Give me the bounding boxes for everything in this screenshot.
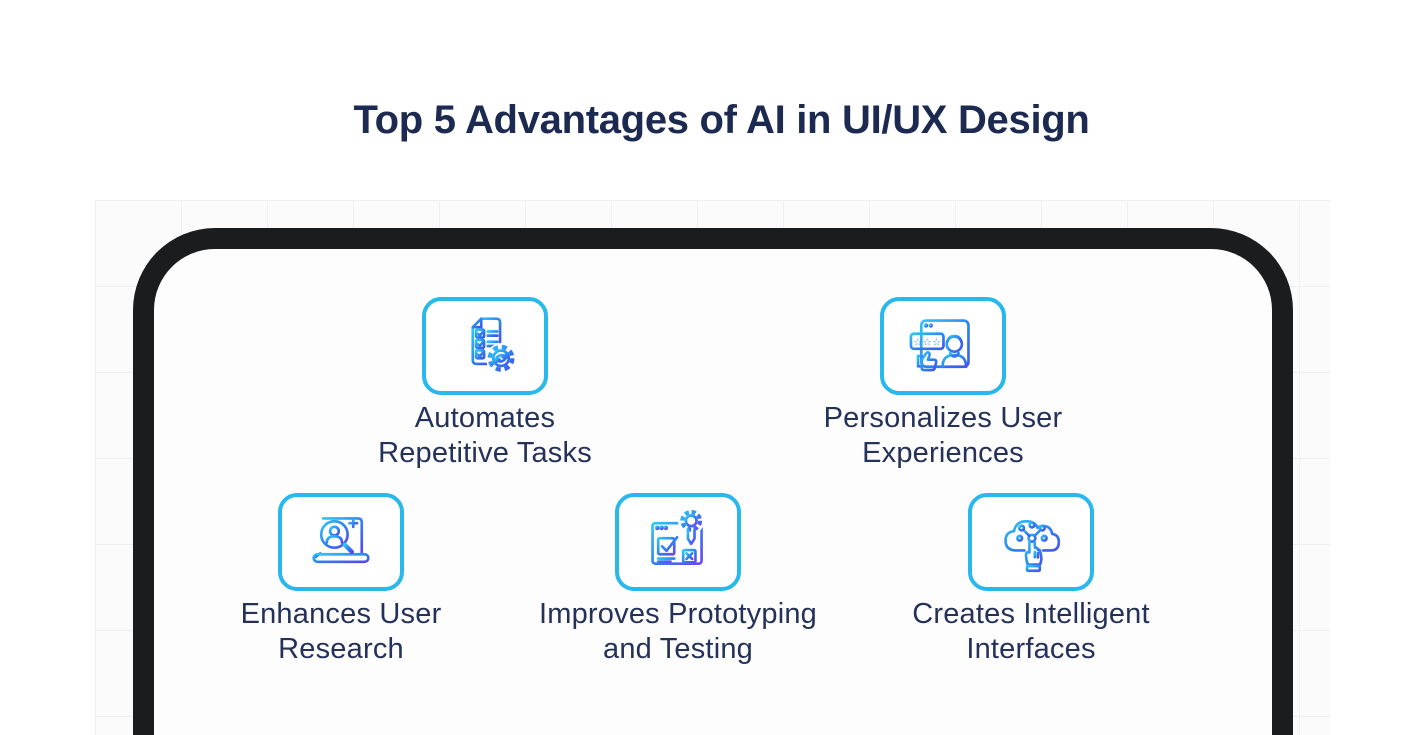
tile-label: Enhances User Research — [240, 598, 442, 665]
icon-box — [968, 493, 1094, 591]
user-research-magnifier-icon — [312, 517, 370, 564]
prototype-testing-icon — [651, 509, 705, 566]
page-title: Top 5 Advantages of AI in UI/UX Design — [353, 98, 1090, 142]
user-rating-icon: ☆☆☆ — [909, 319, 970, 372]
icon-box: ☆☆☆ — [880, 297, 1006, 395]
advantage-tile-automates-repetitive-tasks: Automates Repetitive Tasks — [295, 297, 675, 471]
ai-cloud-touch-icon — [1004, 519, 1061, 573]
advantage-tile-improves-prototyping-testing: Improves Prototyping and Testing — [488, 493, 868, 667]
advantage-tile-creates-intelligent-interfaces: Creates Intelligent Interfaces — [841, 493, 1221, 667]
icon-box — [278, 493, 404, 591]
gear-backing — [485, 343, 517, 374]
star-rating: ☆☆☆ — [913, 337, 941, 349]
advantage-tile-enhances-user-research: Enhances User Research — [151, 493, 531, 667]
icon-box — [422, 297, 548, 395]
advantage-tile-personalizes-user-experiences: ☆☆☆ Personalizes User Experiences — [753, 297, 1133, 471]
checklist-gear-icon — [471, 317, 517, 374]
icon-box — [615, 493, 741, 591]
tile-label: Automates Repetitive Tasks — [378, 402, 592, 469]
rating-badge — [909, 332, 945, 351]
device-frame — [133, 228, 1293, 735]
tile-label: Creates Intelligent Interfaces — [912, 598, 1150, 665]
tile-label: Improves Prototyping and Testing — [538, 598, 817, 665]
tile-label: Personalizes User Experiences — [823, 402, 1063, 469]
